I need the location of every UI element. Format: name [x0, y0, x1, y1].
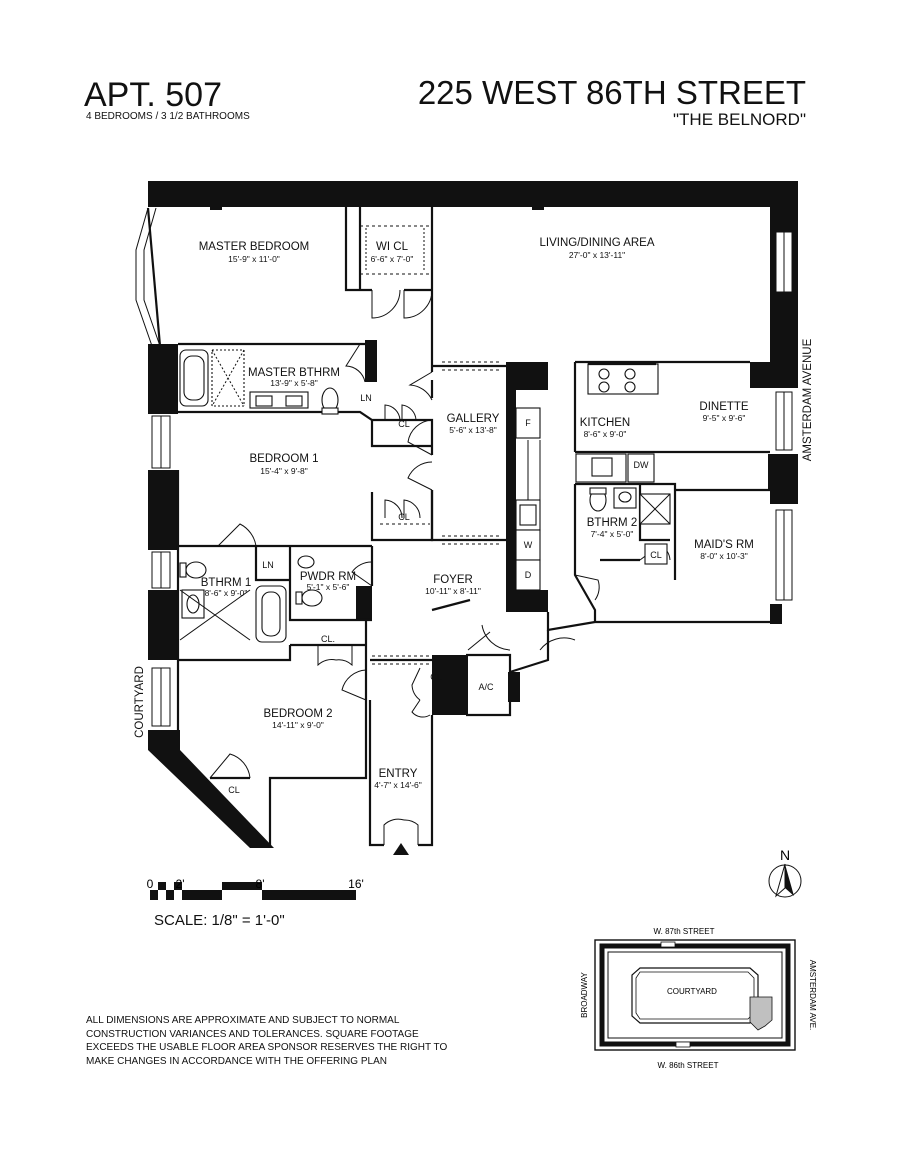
maids-room-dim: 8'-0" x 10'-3" [700, 551, 748, 561]
ac-label: A/C [478, 682, 494, 692]
north-compass: N [768, 847, 802, 898]
closet-bedroom1: CL [398, 512, 410, 522]
bedroom1-dim: 15'-4" x 9'-8" [260, 466, 308, 476]
washer-label: W [524, 540, 533, 550]
unit-number: APT. 507 [84, 76, 222, 114]
scale-bar: 0 2' 8' 16' [147, 877, 364, 900]
bath1-label: BTHRM 1 [201, 577, 251, 589]
master-bath-dim: 13'-9" x 5'-8" [270, 378, 318, 388]
maids-room-label: MAID'S RM [694, 539, 754, 551]
closet-entry: CL [430, 672, 442, 682]
foyer-dim: 10'-11" x 8'-11" [425, 586, 481, 596]
building-name: "THE BELNORD" [673, 110, 806, 129]
kitchen-label: KITCHEN [580, 417, 630, 429]
entry-label: ENTRY [379, 768, 418, 780]
interior-walls [176, 207, 770, 848]
master-bedroom-dim: 15'-9" x 11'-0" [228, 254, 280, 264]
master-bath-label: MASTER BTHRM [248, 367, 340, 379]
exterior-walls [148, 181, 798, 750]
bed-bath-count: 4 BEDROOMS / 3 1/2 BATHROOMS [86, 111, 250, 122]
bath1-dim: 8'-6" x 9'-0" [205, 588, 248, 598]
closet-maids: CL [650, 550, 662, 560]
room-labels: MASTER BEDROOM 15'-9" x 11'-0" WI CL 6'-… [199, 237, 754, 795]
closet-bedroom2: CL [228, 785, 240, 795]
amsterdam-avenue-label: AMSTERDAM AVENUE [802, 338, 814, 461]
entry-dim: 4'-7" x 14'-6" [374, 780, 422, 790]
scale-tick-0: 0 [147, 877, 154, 891]
bay-window [135, 207, 153, 347]
street-address: 225 WEST 86TH STREET [417, 74, 806, 111]
bath2-dim: 7'-4" x 5'-0" [591, 529, 634, 539]
dinette-dim: 9'-5" x 9'-6" [703, 413, 746, 423]
dinette-label: DINETTE [699, 401, 749, 413]
kitchen-dim: 8'-6" x 9'-0" [584, 429, 627, 439]
closet-bedroom1-top: CL [398, 419, 410, 429]
fridge-label: F [525, 418, 531, 428]
wi-closet-dim: 6'-6" x 7'-0" [371, 254, 414, 264]
master-bedroom-label: MASTER BEDROOM [199, 241, 310, 253]
fixtures [179, 228, 671, 643]
living-dining-label: LIVING/DINING AREA [539, 237, 654, 249]
bedroom1-label: BEDROOM 1 [249, 453, 318, 465]
scale-tick-8: 8' [256, 877, 265, 891]
disclaimer-text: ALL DIMENSIONS ARE APPROXIMATE AND SUBJE… [86, 1015, 448, 1067]
openings [360, 225, 500, 665]
unit-location-highlight [749, 996, 773, 1031]
linen-closet-label: LN [360, 393, 372, 403]
scale-tick-16: 16' [348, 877, 364, 891]
key-plan: W. 87th STREET W. 86th STREET BROADWAY A… [580, 927, 817, 1070]
gallery-label: GALLERY [447, 413, 500, 425]
north-label: N [780, 847, 790, 863]
bedroom2-label: BEDROOM 2 [263, 708, 332, 720]
key-courtyard-label: COURTYARD [667, 987, 717, 996]
courtyard-outline [631, 967, 759, 1024]
courtyard-side-label: COURTYARD [134, 666, 146, 738]
windows [151, 231, 793, 727]
key-east-street: AMSTERDAM AVE. [808, 960, 817, 1031]
angled-wall [148, 750, 274, 848]
key-west-street: BROADWAY [580, 971, 589, 1017]
dishwasher-label: DW [634, 460, 649, 470]
bedroom2-dim: 14'-11" x 9'-0" [272, 720, 324, 730]
gallery-dim: 5'-6" x 13'-8" [449, 425, 497, 435]
closet-hall: CL. [321, 634, 335, 644]
powder-room-dim: 5'-1" x 5'-6" [307, 582, 350, 592]
bath2-label: BTHRM 2 [587, 517, 637, 529]
entry-marker-icon [393, 843, 409, 855]
living-dining-dim: 27'-0" x 13'-11" [569, 250, 625, 260]
scale-label: SCALE: 1/8" = 1'-0" [154, 912, 285, 929]
door-swings [209, 289, 671, 845]
dryer-label: D [525, 570, 532, 580]
powder-room-label: PWDR RM [300, 571, 356, 583]
key-north-street: W. 87th STREET [654, 927, 715, 936]
wi-closet-label: WI CL [376, 241, 409, 253]
foyer-label: FOYER [433, 574, 473, 586]
bath-linen-label: LN [262, 560, 274, 570]
scale-tick-2: 2' [176, 877, 185, 891]
key-south-street: W. 86th STREET [658, 1061, 719, 1070]
